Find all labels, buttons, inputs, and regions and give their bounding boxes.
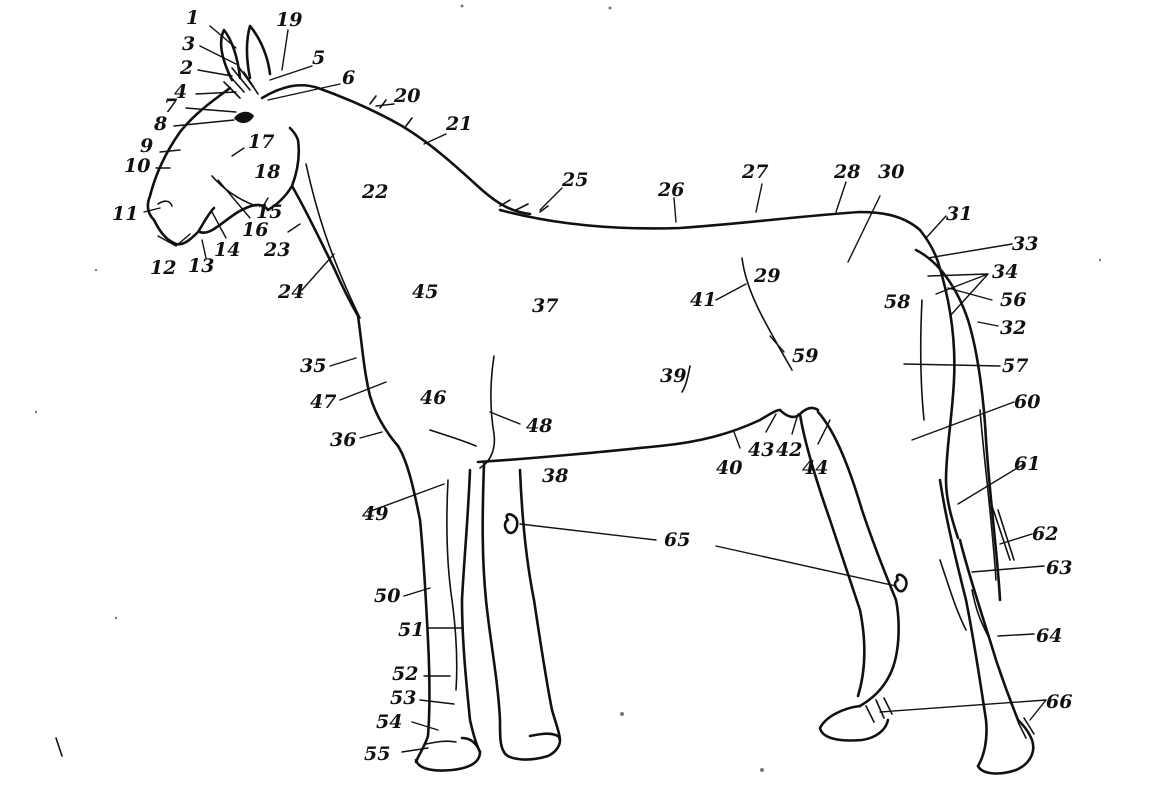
label-17: 17 bbox=[248, 131, 274, 153]
label-5: 5 bbox=[312, 47, 325, 69]
gaskin-line bbox=[921, 300, 924, 420]
buttock-line bbox=[938, 262, 958, 538]
jugular-groove bbox=[306, 164, 360, 318]
label-9: 9 bbox=[140, 135, 153, 157]
label-56: 56 bbox=[1000, 289, 1026, 311]
label-2: 2 bbox=[179, 57, 193, 79]
label-52: 52 bbox=[392, 663, 418, 685]
label-47: 47 bbox=[310, 391, 336, 413]
horse-drawing bbox=[148, 26, 1034, 773]
label-44: 44 bbox=[802, 457, 828, 479]
label-59: 59 bbox=[792, 345, 818, 367]
label-43: 43 bbox=[748, 439, 774, 461]
label-55: 55 bbox=[364, 743, 390, 765]
label-33: 33 bbox=[1012, 233, 1038, 255]
hind-near-fetlock-hair bbox=[866, 698, 892, 722]
label-46: 46 bbox=[420, 387, 446, 409]
label-6: 6 bbox=[342, 67, 355, 89]
front-near-hoof-detail bbox=[426, 741, 456, 744]
label-58: 58 bbox=[884, 291, 910, 313]
label-66: 66 bbox=[1046, 691, 1072, 713]
label-29: 29 bbox=[753, 265, 780, 287]
front-near-leg bbox=[398, 446, 430, 762]
hind-near-leg bbox=[818, 412, 899, 706]
label-24: 24 bbox=[277, 281, 304, 303]
belly-line bbox=[478, 410, 780, 462]
label-49: 49 bbox=[362, 503, 388, 525]
label-63: 63 bbox=[1046, 557, 1072, 579]
label-62: 62 bbox=[1032, 523, 1058, 545]
front-far-hoof bbox=[504, 734, 560, 760]
label-45: 45 bbox=[412, 281, 438, 303]
label-3: 3 bbox=[182, 33, 195, 55]
nostril bbox=[158, 201, 172, 206]
label-21: 21 bbox=[445, 113, 472, 135]
label-10: 10 bbox=[124, 155, 150, 177]
leader-lines bbox=[144, 26, 1046, 752]
label-12: 12 bbox=[150, 257, 176, 279]
label-11: 11 bbox=[112, 203, 138, 225]
label-8: 8 bbox=[153, 113, 167, 135]
label-25: 25 bbox=[561, 169, 588, 191]
label-27: 27 bbox=[741, 161, 768, 183]
hind-far-leg-back bbox=[960, 540, 1018, 720]
label-51: 51 bbox=[398, 619, 424, 641]
label-18: 18 bbox=[254, 161, 280, 183]
label-31: 31 bbox=[946, 203, 972, 225]
label-23: 23 bbox=[263, 239, 290, 261]
label-22: 22 bbox=[361, 181, 388, 203]
label-64: 64 bbox=[1036, 625, 1062, 647]
label-34: 34 bbox=[992, 261, 1018, 283]
label-30: 30 bbox=[878, 161, 904, 183]
label-40: 40 bbox=[716, 457, 742, 479]
label-42: 42 bbox=[776, 439, 802, 461]
label-39: 39 bbox=[660, 365, 686, 387]
label-54: 54 bbox=[376, 711, 402, 733]
chestnut-front bbox=[505, 514, 517, 533]
label-50: 50 bbox=[374, 585, 400, 607]
label-32: 32 bbox=[1000, 317, 1026, 339]
label-13: 13 bbox=[188, 255, 214, 277]
label-28: 28 bbox=[833, 161, 860, 183]
label-60: 60 bbox=[1014, 391, 1040, 413]
front-near-cannon bbox=[447, 480, 457, 690]
label-41: 41 bbox=[690, 289, 716, 311]
hind-near-hoof bbox=[820, 706, 888, 741]
label-1: 1 bbox=[186, 7, 199, 29]
scan-specks bbox=[35, 5, 1101, 773]
label-53: 53 bbox=[390, 687, 416, 709]
tail bbox=[916, 250, 1000, 600]
label-61: 61 bbox=[1014, 453, 1040, 475]
back-line bbox=[500, 210, 920, 230]
scan-stroke bbox=[56, 738, 62, 756]
elbow-line bbox=[430, 430, 476, 446]
label-36: 36 bbox=[330, 429, 356, 451]
label-38: 38 bbox=[542, 465, 568, 487]
forearm-line bbox=[480, 356, 494, 468]
label-14: 14 bbox=[214, 239, 240, 261]
label-15: 15 bbox=[256, 201, 282, 223]
front-far-leg-back bbox=[520, 470, 560, 740]
label-20: 20 bbox=[393, 85, 420, 107]
label-57: 57 bbox=[1002, 355, 1028, 377]
label-48: 48 bbox=[526, 415, 552, 437]
front-near-leg-back bbox=[462, 470, 480, 752]
front-far-leg bbox=[483, 464, 504, 752]
label-37: 37 bbox=[532, 295, 558, 317]
eye bbox=[234, 112, 254, 123]
right-ear bbox=[247, 26, 270, 78]
labels: 1 3 2 4 19 5 6 7 8 9 10 11 12 13 14 16 1… bbox=[112, 7, 1072, 765]
label-26: 26 bbox=[657, 179, 684, 201]
label-19: 19 bbox=[276, 9, 302, 31]
chest-line bbox=[358, 316, 398, 446]
chestnut-hind bbox=[895, 575, 906, 592]
label-65: 65 bbox=[664, 529, 690, 551]
label-35: 35 bbox=[300, 355, 326, 377]
